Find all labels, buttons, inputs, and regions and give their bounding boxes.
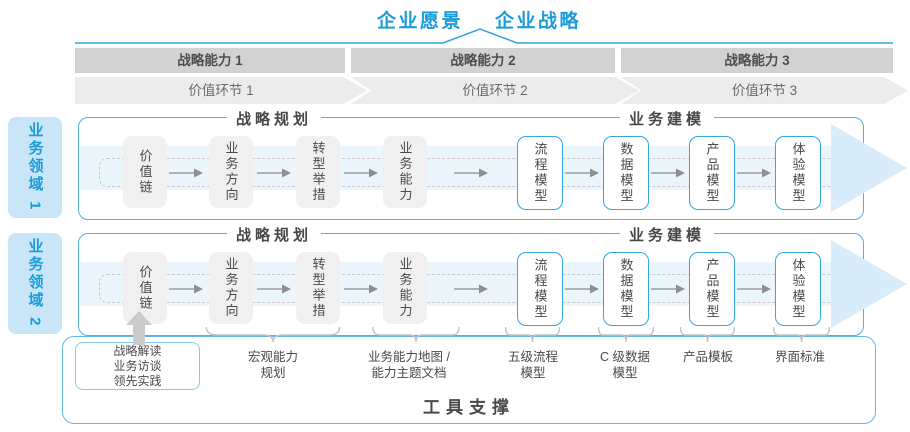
stage-box-experience-model: 体验模型 bbox=[775, 136, 821, 210]
flow-arrow-icon bbox=[565, 284, 599, 294]
brace-data-model bbox=[598, 326, 654, 343]
flow-direction-arrow bbox=[831, 240, 907, 328]
up-arrow-icon bbox=[126, 311, 152, 325]
note-five-level-process-model: 五级流程 模型 bbox=[507, 350, 559, 380]
caret-line bbox=[75, 28, 893, 44]
section-label-strategic-planning: 战略规划 bbox=[226, 108, 322, 129]
flow-arrow-icon bbox=[651, 168, 685, 178]
up-arrow-stem bbox=[133, 325, 145, 345]
stage-box-business-capability: 业务能力 bbox=[383, 136, 427, 208]
capability-bar-1: 战略能力 1 bbox=[75, 48, 345, 73]
stage-box-experience-model: 体验模型 bbox=[775, 252, 821, 326]
note-capability-map-docs: 业务能力地图 / 能力主题文档 bbox=[368, 350, 450, 380]
stage-box-product-model: 产品模型 bbox=[689, 136, 735, 210]
capability-bar-2: 战略能力 2 bbox=[351, 48, 615, 73]
stage-box-business-direction: 业务方向 bbox=[209, 252, 253, 324]
flow-arrow-icon bbox=[651, 284, 685, 294]
flow-arrow-icon bbox=[454, 284, 488, 294]
tool-support-label: 工具支撑 bbox=[423, 398, 515, 417]
capability-bar-3: 战略能力 3 bbox=[621, 48, 893, 73]
pipeline-row-domain-2: 战略规划 业务建模 价值链 业务方向 转型举措 业务能力 流程模型 数据模型 产… bbox=[78, 224, 907, 336]
domain-label-2: 业务领域 2 bbox=[8, 233, 62, 334]
flow-arrow-icon bbox=[344, 168, 378, 178]
stage-box-value-chain: 价值链 bbox=[123, 136, 167, 208]
note-interface-standard: 界面标准 bbox=[774, 350, 826, 364]
stage-box-process-model: 流程模型 bbox=[517, 252, 563, 326]
stage-box-data-model: 数据模型 bbox=[603, 252, 649, 326]
flow-arrow-icon bbox=[344, 284, 378, 294]
domain-label-1: 业务领域 1 bbox=[8, 117, 62, 218]
stage-box-transformation: 转型举措 bbox=[296, 136, 340, 208]
strategy-title: 企业战略 bbox=[495, 11, 582, 32]
flow-arrow-icon bbox=[454, 168, 488, 178]
stage-box-transformation: 转型举措 bbox=[296, 252, 340, 324]
brace-process-model bbox=[505, 326, 560, 343]
flow-arrow-icon bbox=[257, 284, 291, 294]
value-link-chevron-3: 价值环节 3 bbox=[621, 77, 908, 104]
section-label-business-modeling: 业务建模 bbox=[619, 224, 715, 245]
flow-arrow-icon bbox=[169, 168, 203, 178]
note-macro-capability-planning: 宏观能力 规划 bbox=[247, 350, 299, 380]
flow-arrow-icon bbox=[737, 168, 771, 178]
note-c-level-data-model: C 级数据 模型 bbox=[599, 350, 651, 380]
brace-interface-standard bbox=[773, 326, 830, 343]
note-product-template: 产品模板 bbox=[682, 350, 734, 364]
stage-box-product-model: 产品模型 bbox=[689, 252, 735, 326]
brace-product-template bbox=[680, 326, 735, 343]
value-link-chevron-2: 价值环节 2 bbox=[351, 77, 639, 104]
stage-box-data-model: 数据模型 bbox=[603, 136, 649, 210]
section-label-business-modeling: 业务建模 bbox=[619, 108, 715, 129]
flow-arrow-icon bbox=[257, 168, 291, 178]
flow-arrow-icon bbox=[169, 284, 203, 294]
pipeline-row-domain-1: 战略规划 业务建模 价值链 业务方向 转型举措 业务能力 流程模型 数据模型 产… bbox=[78, 108, 907, 220]
stage-box-business-direction: 业务方向 bbox=[209, 136, 253, 208]
stage-box-business-capability: 业务能力 bbox=[383, 252, 427, 324]
section-label-strategic-planning: 战略规划 bbox=[226, 224, 322, 245]
vision-title: 企业愿景 bbox=[376, 11, 463, 32]
brace-macro-capability bbox=[205, 326, 341, 343]
flow-arrow-icon bbox=[565, 168, 599, 178]
brace-capability-map bbox=[372, 326, 460, 343]
callout-strategy-inputs: 战略解读 业务访谈 领先实践 bbox=[75, 342, 200, 390]
stage-box-process-model: 流程模型 bbox=[517, 136, 563, 210]
flow-direction-arrow bbox=[831, 124, 907, 212]
value-link-chevron-1: 价值环节 1 bbox=[75, 77, 367, 104]
top-header: 企业愿景 企业战略 bbox=[24, 6, 910, 33]
flow-arrow-icon bbox=[737, 284, 771, 294]
